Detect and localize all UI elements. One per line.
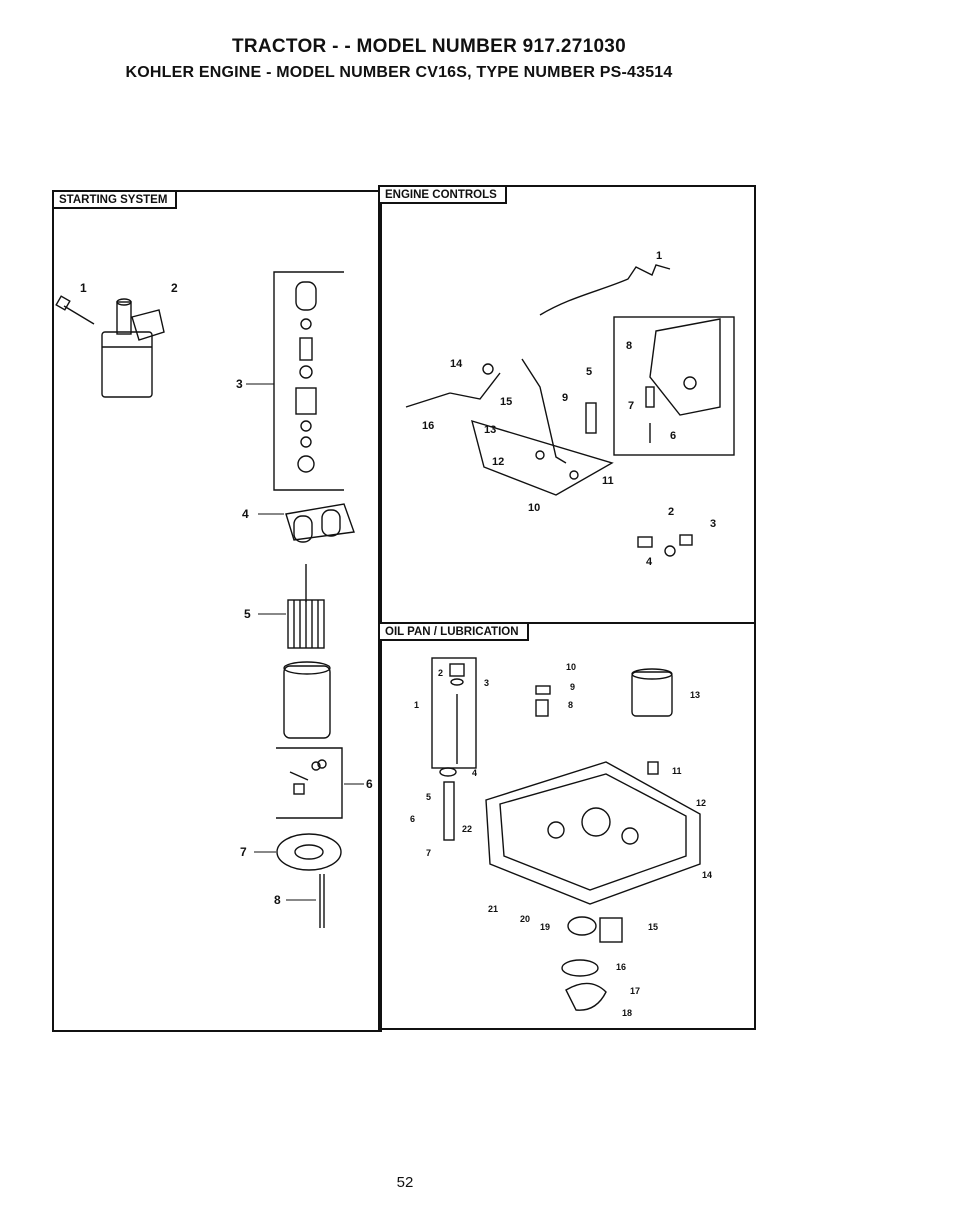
engine-controls-diagram xyxy=(405,264,735,557)
page-subtitle: KOHLER ENGINE - MODEL NUMBER CV16S, TYPE… xyxy=(125,64,673,81)
starting-system-panel: STARTING SYSTEM xyxy=(52,190,382,1032)
ec-callout-5: 5 xyxy=(586,366,592,378)
starter-motor-part xyxy=(101,298,165,398)
oil-pan-diagram xyxy=(431,657,701,1011)
op-callout-19: 19 xyxy=(540,922,550,932)
small-fittings-part xyxy=(535,685,659,775)
callout-1: 1 xyxy=(80,281,87,295)
op-callout-13: 13 xyxy=(690,690,700,700)
callout-8: 8 xyxy=(274,893,281,907)
op-callout-5: 5 xyxy=(426,792,431,802)
op-callout-8: 8 xyxy=(568,700,573,710)
ec-callout-11: 11 xyxy=(602,475,614,487)
op-callout-3: 3 xyxy=(484,678,489,688)
callout-2: 2 xyxy=(171,281,178,295)
oil-pan-title: OIL PAN / LUBRICATION xyxy=(380,624,529,641)
op-callout-9: 9 xyxy=(570,682,575,692)
op-callout-7: 7 xyxy=(426,848,431,858)
op-callout-15: 15 xyxy=(648,922,658,932)
engine-controls-title: ENGINE CONTROLS xyxy=(380,187,507,204)
op-callout-16: 16 xyxy=(616,962,626,972)
op-callout-20: 20 xyxy=(520,914,530,924)
op-callout-11: 11 xyxy=(672,766,682,776)
armature-part xyxy=(287,564,325,649)
control-lever-part xyxy=(405,358,614,496)
ec-callout-9: 9 xyxy=(562,392,568,404)
end-cap-part xyxy=(276,833,342,871)
callout-5: 5 xyxy=(244,607,251,621)
op-callout-22: 22 xyxy=(462,824,472,834)
mounting-plate-part xyxy=(613,316,735,456)
ec-callout-6: 6 xyxy=(670,430,676,442)
ec-callout-10: 10 xyxy=(528,502,540,514)
oil-pan-part xyxy=(485,761,701,905)
field-housing-part xyxy=(283,661,331,739)
ec-callout-2: 2 xyxy=(668,506,674,518)
drive-kit-part xyxy=(273,271,344,491)
oil-filter-part xyxy=(631,668,673,717)
page-number: 52 xyxy=(396,1174,414,1191)
small-parts-group xyxy=(637,534,693,557)
ec-callout-7: 7 xyxy=(628,400,634,412)
oil-pan-callouts: 1 2 3 4 5 6 7 8 9 10 11 12 13 14 15 16 1… xyxy=(410,662,712,1018)
ec-callout-15: 15 xyxy=(500,396,512,408)
engine-controls-callouts: 1 2 3 4 5 6 7 8 9 10 11 12 13 14 15 16 xyxy=(422,250,716,568)
op-callout-17: 17 xyxy=(630,986,640,996)
starting-system-diagram xyxy=(55,271,364,928)
ec-callout-12: 12 xyxy=(492,456,504,468)
op-callout-18: 18 xyxy=(622,1008,632,1018)
op-callout-4: 4 xyxy=(472,768,477,778)
op-callout-1: 1 xyxy=(414,700,419,710)
ec-callout-16: 16 xyxy=(422,420,434,432)
op-callout-21: 21 xyxy=(488,904,498,914)
throttle-rod-part xyxy=(539,264,671,316)
starter-bracket-part xyxy=(285,503,355,543)
brush-kit-part xyxy=(276,747,343,819)
callout-4: 4 xyxy=(242,507,249,521)
ec-callout-3: 3 xyxy=(710,518,716,530)
oil-seal-part xyxy=(561,916,623,1011)
starting-system-title: STARTING SYSTEM xyxy=(54,192,178,209)
ec-callout-8: 8 xyxy=(626,340,632,352)
ec-callout-13: 13 xyxy=(484,424,496,436)
oil-pan-panel: OIL PAN / LUBRICATION xyxy=(378,622,756,1030)
dipstick-part xyxy=(431,657,477,841)
ec-callout-4: 4 xyxy=(646,556,653,568)
op-callout-14: 14 xyxy=(702,870,712,880)
op-callout-12: 12 xyxy=(696,798,706,808)
op-callout-10: 10 xyxy=(566,662,576,672)
ec-callout-14: 14 xyxy=(450,358,463,370)
engine-controls-panel: ENGINE CONTROLS 1 2 xyxy=(378,185,756,624)
callout-6: 6 xyxy=(366,777,373,791)
through-bolt-part xyxy=(319,874,325,928)
op-callout-6: 6 xyxy=(410,814,415,824)
op-callout-2: 2 xyxy=(438,668,443,678)
starting-system-callouts: 1 2 3 4 5 6 7 8 xyxy=(80,281,373,907)
ec-callout-1: 1 xyxy=(656,250,662,262)
callout-7: 7 xyxy=(240,845,247,859)
starter-bolt-part xyxy=(55,295,95,325)
callout-3: 3 xyxy=(236,377,243,391)
page-title: TRACTOR - - MODEL NUMBER 917.271030 xyxy=(231,36,627,57)
